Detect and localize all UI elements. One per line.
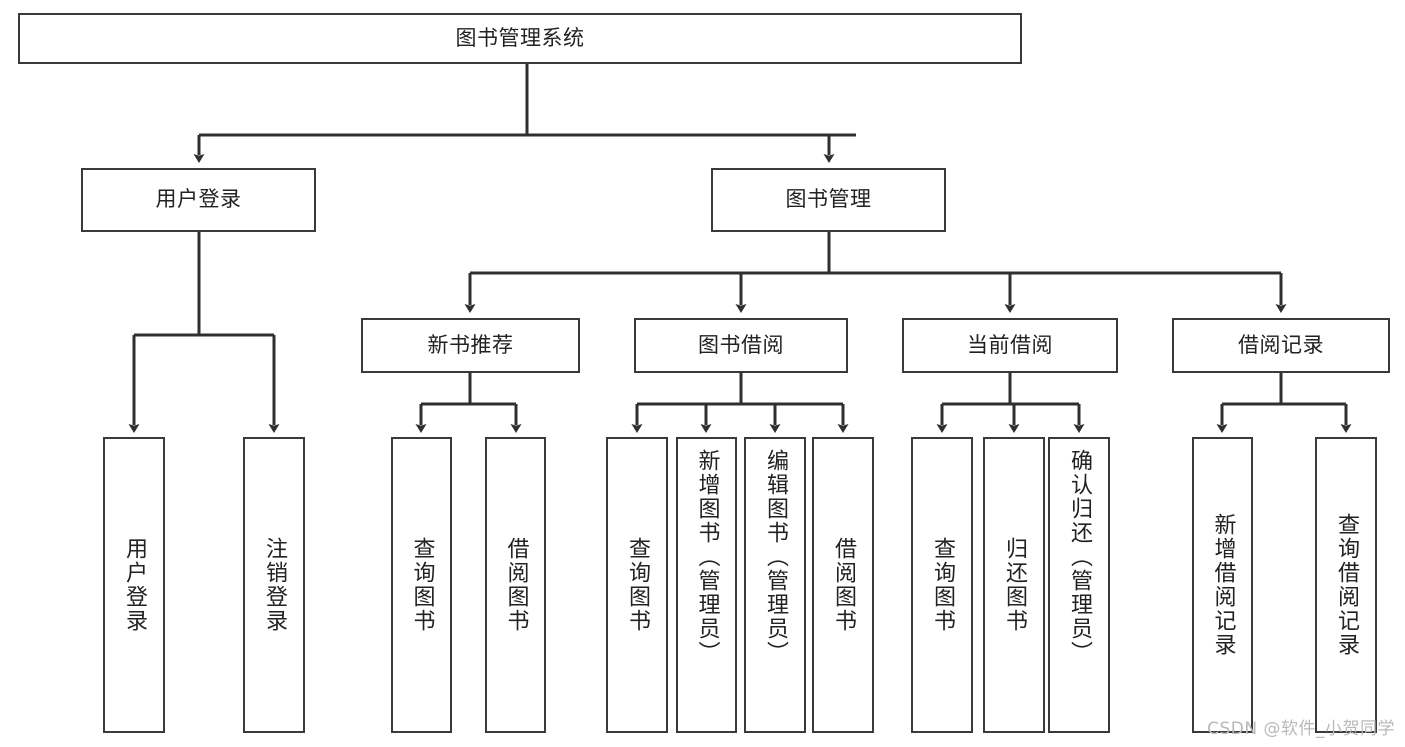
node-root[interactable]: 图书管理系统 <box>18 13 1022 64</box>
node-current-borrow-label: 当前借阅 <box>967 332 1053 357</box>
node-leaf-query-record[interactable]: 查询借阅记录 <box>1315 437 1377 733</box>
node-leaf-query-book-2[interactable]: 查询图书 <box>606 437 668 733</box>
node-leaf-query-book-1-label: 查询图书 <box>409 537 435 633</box>
node-leaf-confirm-return-label: 确认归还（管理员） <box>1067 449 1092 665</box>
node-new-book-recommend-label: 新书推荐 <box>427 332 514 357</box>
node-leaf-add-record[interactable]: 新增借阅记录 <box>1192 437 1253 733</box>
node-leaf-query-record-label: 查询借阅记录 <box>1334 513 1359 657</box>
node-leaf-query-book-2-label: 查询图书 <box>625 537 650 633</box>
node-leaf-add-book-label: 新增图书（管理员） <box>694 449 720 665</box>
node-book-borrow-label: 图书借阅 <box>698 332 784 357</box>
node-leaf-query-book-3-label: 查询图书 <box>930 537 955 633</box>
node-leaf-add-book[interactable]: 新增图书（管理员） <box>676 437 737 733</box>
node-borrow-record-label: 借阅记录 <box>1238 332 1324 357</box>
node-leaf-user-login[interactable]: 用户登录 <box>103 437 165 733</box>
node-leaf-return-book[interactable]: 归还图书 <box>983 437 1045 733</box>
node-leaf-borrow-book-1[interactable]: 借阅图书 <box>485 437 546 733</box>
node-leaf-borrow-book-2-label: 借阅图书 <box>831 537 856 633</box>
node-leaf-query-book-3[interactable]: 查询图书 <box>911 437 973 733</box>
node-borrow-record[interactable]: 借阅记录 <box>1172 318 1390 373</box>
node-leaf-logout-login-label: 注销登录 <box>262 537 287 633</box>
node-leaf-return-book-label: 归还图书 <box>1002 537 1027 633</box>
node-new-book-recommend[interactable]: 新书推荐 <box>361 318 580 373</box>
node-leaf-borrow-book-1-label: 借阅图书 <box>503 537 529 633</box>
node-book-manage[interactable]: 图书管理 <box>711 168 946 232</box>
node-user-login[interactable]: 用户登录 <box>81 168 316 232</box>
node-leaf-edit-book[interactable]: 编辑图书（管理员） <box>744 437 806 733</box>
node-leaf-user-login-label: 用户登录 <box>122 537 147 633</box>
node-leaf-confirm-return[interactable]: 确认归还（管理员） <box>1048 437 1110 733</box>
node-book-borrow[interactable]: 图书借阅 <box>634 318 848 373</box>
node-leaf-edit-book-label: 编辑图书（管理员） <box>763 449 788 665</box>
node-leaf-query-book-1[interactable]: 查询图书 <box>391 437 452 733</box>
node-leaf-borrow-book-2[interactable]: 借阅图书 <box>812 437 874 733</box>
node-leaf-add-record-label: 新增借阅记录 <box>1210 513 1236 657</box>
node-user-login-label: 用户登录 <box>155 187 242 212</box>
node-leaf-logout-login[interactable]: 注销登录 <box>243 437 305 733</box>
node-current-borrow[interactable]: 当前借阅 <box>902 318 1118 373</box>
node-root-label: 图书管理系统 <box>455 25 585 50</box>
node-book-manage-label: 图书管理 <box>785 187 872 212</box>
